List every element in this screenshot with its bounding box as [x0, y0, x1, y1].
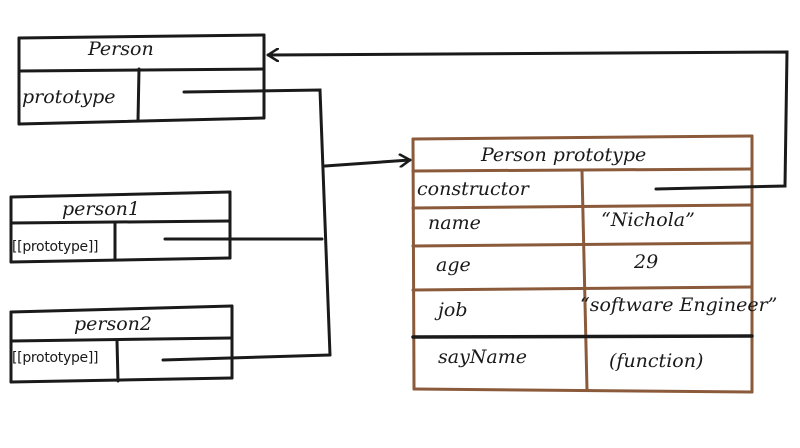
sayname-value: (function): [609, 350, 704, 372]
constructor-arrow-to-person: [266, 52, 789, 191]
person2-title: person2: [74, 313, 153, 335]
person-prototype-pointer-line: [182, 88, 332, 357]
person-title: Person: [88, 38, 154, 60]
person1-box: [9, 190, 232, 264]
person1-prototype-label: [[prototype]]: [12, 239, 99, 255]
job-key: job: [438, 299, 468, 321]
person-box: [17, 33, 266, 126]
age-key: age: [436, 254, 471, 276]
person-prototype-title: Person prototype: [481, 144, 647, 166]
constructor-key: constructor: [417, 178, 529, 200]
person2-box: [9, 304, 234, 384]
person2-prototype-pointer-line: [161, 353, 332, 362]
person1-title: person1: [62, 198, 141, 220]
person2-prototype-label: [[prototype]]: [12, 350, 99, 366]
name-key: name: [428, 212, 481, 234]
person-prototype-label: prototype: [22, 86, 116, 108]
person-prototype-box: [411, 134, 754, 394]
job-value: “software Engineer”: [580, 294, 778, 316]
name-value: “Nichola”: [601, 209, 695, 231]
prototype-divider-saynname: [411, 334, 754, 339]
sayname-key: sayName: [438, 346, 528, 368]
age-value: 29: [634, 251, 659, 273]
arrow-to-person-prototype: [323, 160, 412, 166]
